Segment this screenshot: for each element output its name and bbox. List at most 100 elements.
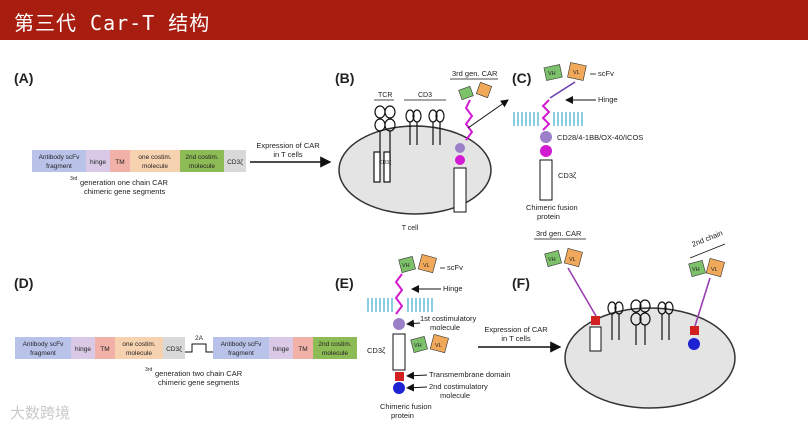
caption-a-sup: 3rd — [70, 176, 77, 182]
cd3z-label-e: CD3ζ — [367, 346, 386, 355]
seg-d-costim-2 — [313, 337, 357, 359]
car-label-b: 3rd gen. CAR — [452, 69, 498, 78]
scfv-label-c: scFv — [598, 69, 614, 78]
panel-label-d: (D) — [14, 275, 33, 291]
caption-d-2: chimeric gene segments — [158, 378, 240, 387]
seg-hinge — [86, 150, 110, 172]
costim-1-e — [393, 318, 405, 330]
second-chain-stalk — [694, 277, 711, 327]
seg-tm — [110, 150, 130, 172]
seg-d-costim-2-label-1: 2nd costim. — [318, 341, 351, 348]
seg-d-costim-2-label-2: molecule — [322, 350, 348, 357]
seg-cd3z — [224, 150, 246, 172]
seg-costim-1 — [130, 150, 180, 172]
vl-domain-e-2 — [429, 334, 449, 354]
endogenous-receptors-f — [607, 299, 674, 345]
seg-d-cd3z-label: CD3ζ — [166, 346, 182, 353]
vl-domain-e — [417, 254, 437, 274]
cd3z-label-b: CD3ζ — [379, 160, 392, 166]
panel-label-f: (F) — [512, 275, 530, 291]
vh-domain-f — [544, 250, 562, 267]
seg-costim-2-label-2: molecule — [189, 163, 215, 170]
seg-d-costim-1-label-1: one costim. — [122, 341, 155, 348]
costim-1-label-e-2: molecule — [430, 323, 460, 332]
seg-d-2a-label: 2A — [195, 335, 204, 342]
vl-domain-f — [563, 248, 583, 268]
vl-label-c: VL — [573, 70, 580, 76]
costim-1-label-e-1: 1st costimulatory — [420, 314, 477, 323]
page-title: 第三代 Car-T 结构 — [14, 11, 211, 35]
car-stalk-f — [567, 267, 597, 317]
vl-label-e: VL — [423, 263, 430, 269]
caption-a-1: generation one chain CAR — [80, 178, 169, 187]
vl-domain-b — [475, 81, 493, 99]
seg-costim-1-label-1: one costim. — [138, 154, 171, 161]
seg-d-antibody-2 — [213, 337, 269, 359]
vl-label-f: VL — [569, 257, 576, 263]
tm-arrow-e — [406, 371, 428, 380]
seg-d-tm-2 — [293, 337, 313, 359]
panel-label-a: (A) — [14, 70, 33, 86]
watermark: 大数跨境 — [10, 404, 71, 422]
seg-d-tm-label: TM — [100, 346, 109, 353]
costim-2-arrow-e — [406, 383, 428, 392]
seg-d-hinge-label: hinge — [75, 346, 91, 353]
seg-d-costim-1-label-2: molecule — [126, 350, 152, 357]
car-label-f: 3rd gen. CAR — [536, 229, 582, 238]
vh-domain-b — [458, 85, 474, 101]
seg-d-antibody — [15, 337, 71, 359]
scfv-label-e: scFv — [447, 263, 463, 272]
hinge-line-c — [549, 81, 576, 99]
gene-segments-d: Antibody scFv fragment hinge TM one cost… — [15, 335, 357, 359]
seg-d-hinge — [71, 337, 95, 359]
hinge-label-c: Hinge — [598, 95, 618, 104]
costim-1-arrow-e — [406, 319, 421, 328]
cd3z-tail-c — [539, 159, 553, 201]
tcr-receptor — [373, 105, 396, 183]
tm-domain-c — [541, 99, 551, 131]
vh-label-e-2: VH — [414, 343, 422, 349]
t-cell-f — [564, 307, 736, 409]
t-cell-b — [338, 125, 492, 215]
seg-d-antibody-2-label-1: Antibody scFv — [221, 341, 263, 348]
seg-d-tm-2-label: TM — [298, 346, 307, 353]
caption-d-1: generation two chain CAR — [155, 369, 243, 378]
costim-2-e — [393, 382, 405, 394]
vh-label-f: VH — [548, 257, 556, 263]
costim-2-label-e-1: 2nd costimulatory — [429, 382, 488, 391]
car-receptor-b — [453, 81, 493, 213]
zoom-arrow-b-c — [467, 99, 509, 129]
vh-label-c: VH — [548, 71, 556, 77]
tm-domain-f-2 — [690, 326, 699, 335]
cd3z-label-c: CD3ζ — [558, 171, 577, 180]
seg-antibody-label-2: fragment — [46, 163, 72, 170]
seg-d-tm — [95, 337, 115, 359]
arrow-ab-label-2: in T cells — [273, 150, 303, 159]
arrow-ab-label-1: Expression of CAR — [256, 141, 320, 150]
seg-tm-label: TM — [115, 159, 124, 166]
arrow-ef-label-1: Expression of CAR — [484, 325, 548, 334]
cd3-label: CD3 — [418, 92, 432, 99]
costim-2-label-e-2: molecule — [440, 391, 470, 400]
costim-label-c: CD28/4-1BB/OX-40/ICOS — [557, 133, 643, 142]
hinge-b — [464, 99, 474, 141]
caption-a-2: chimeric gene segments — [84, 187, 166, 196]
second-chain-label: 2nd chain — [690, 228, 724, 249]
seg-antibody-scfv — [32, 150, 86, 172]
seg-costim-2-label-1: 2nd costim. — [185, 154, 218, 161]
seg-antibody-label-1: Antibody scFv — [39, 154, 81, 161]
vh-label-e: VH — [402, 263, 410, 269]
second-chain-bracket — [689, 243, 726, 259]
tcr-label: TCR — [378, 92, 392, 99]
cd3z-tail-e — [392, 333, 406, 371]
tm-domain-f — [591, 316, 600, 325]
vl-label-f-2: VL — [711, 267, 718, 273]
costim-b-2 — [455, 155, 465, 165]
costim-b-1 — [455, 143, 465, 153]
seg-hinge-label: hinge — [90, 159, 106, 166]
hinge-label-e: Hinge — [443, 284, 463, 293]
gene-segments-a: Antibody scFv fragment hinge TM one cost… — [32, 150, 246, 172]
costim-2-c — [540, 145, 552, 157]
panel-label-c: (C) — [512, 70, 531, 86]
tm-label-e: Transmembrane domain — [429, 370, 510, 379]
